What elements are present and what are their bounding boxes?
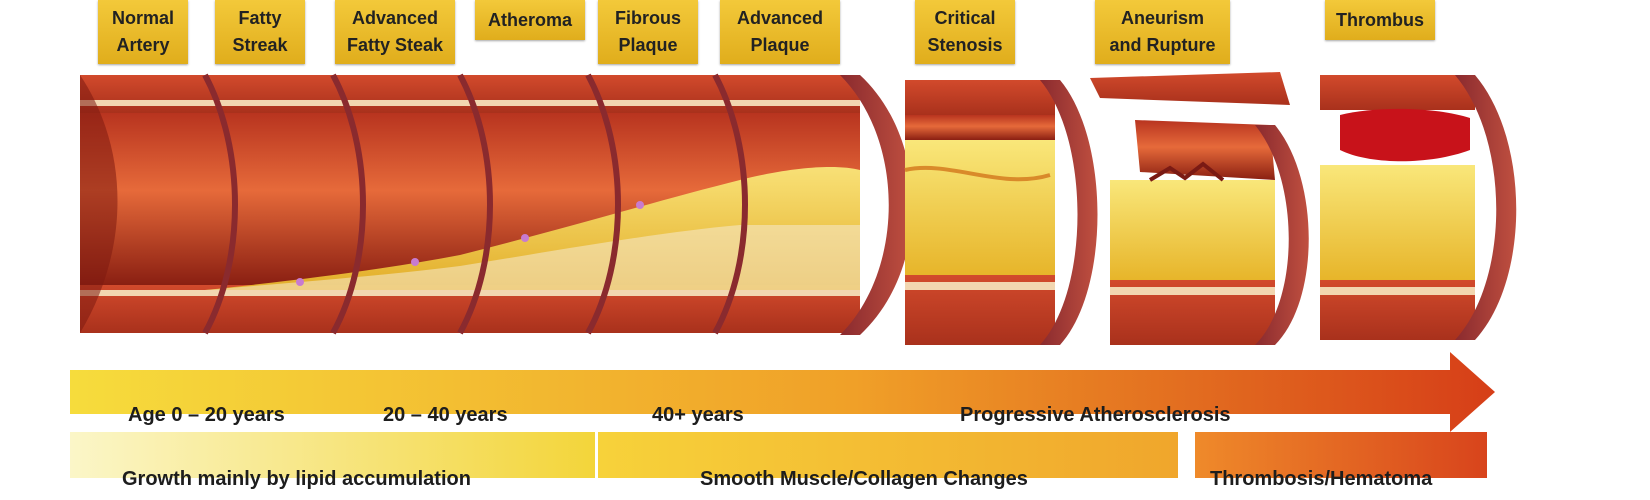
age-label-20-40: 20 – 40 years xyxy=(383,404,508,426)
phase-bar-smooth-muscle xyxy=(598,432,1178,478)
artery-segment-main xyxy=(80,73,913,335)
age-label-40-plus: 40+ years xyxy=(652,404,744,426)
stage-label-advanced-plaque: Advanced Plaque xyxy=(720,0,840,64)
stage-label-normal-artery: Normal Artery xyxy=(98,0,188,64)
phase-label-lipid: Growth mainly by lipid accumulation xyxy=(122,468,471,490)
age-timeline-arrow xyxy=(70,352,1495,432)
progressive-atherosclerosis-label: Progressive Atherosclerosis xyxy=(960,404,1231,426)
phase-bar-thrombosis xyxy=(1195,432,1487,478)
stage-label-fibrous-plaque: Fibrous Plaque xyxy=(598,0,698,64)
artery-segment-aneurism-rupture xyxy=(1090,72,1309,345)
stage-label-fatty-streak: Fatty Streak xyxy=(215,0,305,64)
artery-segment-thrombus xyxy=(1320,75,1517,340)
phase-label-smooth-muscle: Smooth Muscle/Collagen Changes xyxy=(700,468,1028,490)
stage-label-critical-stenosis: Critical Stenosis xyxy=(915,0,1015,64)
phase-label-thrombosis: Thrombosis/Hematoma xyxy=(1210,468,1433,490)
stage-label-aneurism-and-rupture: Aneurism and Rupture xyxy=(1095,0,1230,64)
stage-label-advanced-fatty-steak: Advanced Fatty Steak xyxy=(335,0,455,64)
artery-segment-critical-stenosis xyxy=(904,80,1098,345)
stage-label-thrombus: Thrombus xyxy=(1325,0,1435,40)
phase-bar-lipid xyxy=(70,432,595,478)
stage-label-atheroma: Atheroma xyxy=(475,0,585,40)
age-label-0-20: Age 0 – 20 years xyxy=(128,404,285,426)
